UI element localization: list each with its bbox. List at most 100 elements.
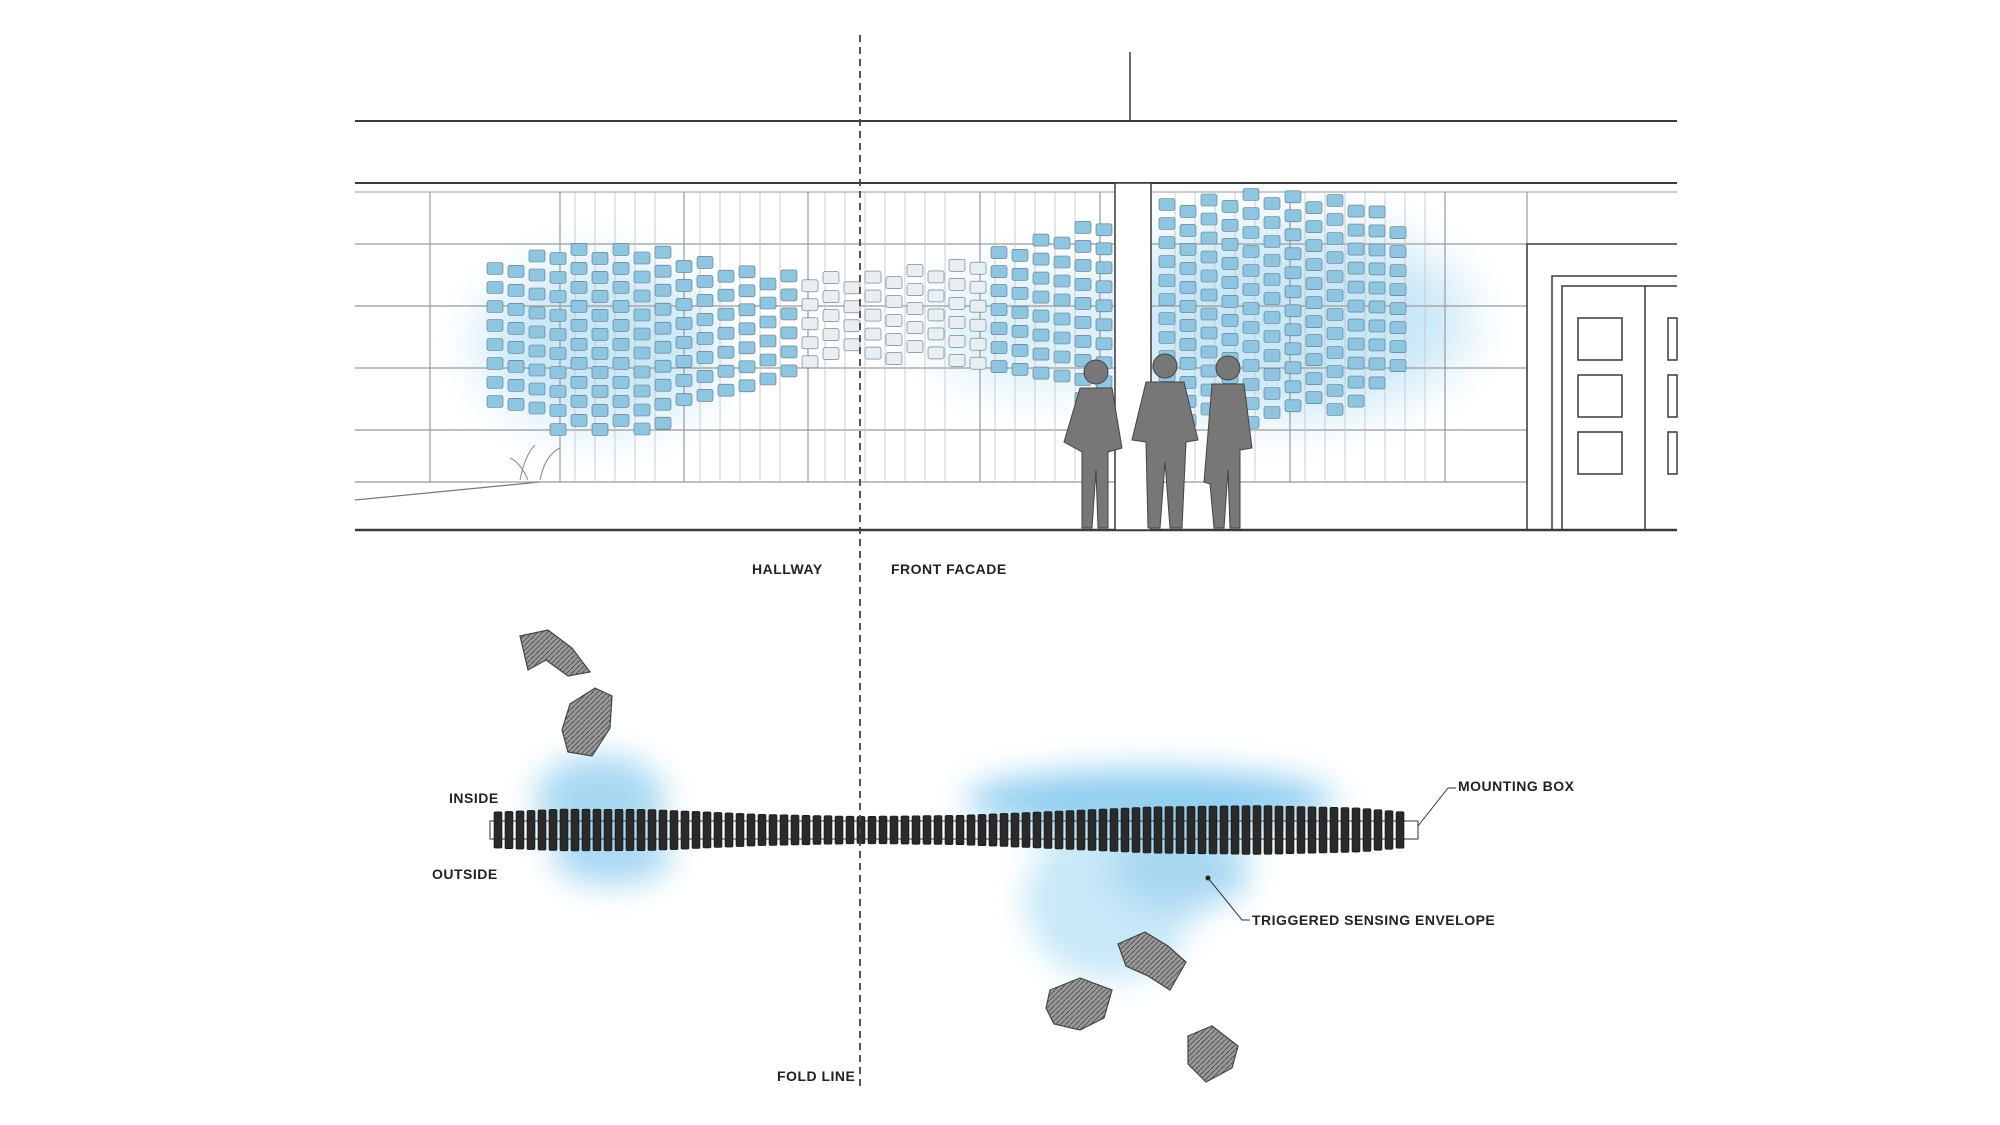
plan-cell <box>1296 806 1306 854</box>
sensor-cell <box>1179 262 1197 275</box>
sensor-cell <box>1032 347 1050 361</box>
sensor-cell <box>1095 280 1113 294</box>
sensor-cell <box>717 383 735 397</box>
sensor-cell <box>1284 285 1302 299</box>
sensor-cell <box>990 322 1008 335</box>
sensor-cell <box>885 333 903 347</box>
sensor-cell <box>612 281 630 294</box>
sensor-cell <box>675 393 693 406</box>
sensor-cell <box>801 279 819 293</box>
sensor-cell <box>1179 224 1197 237</box>
sensor-cell <box>927 308 945 322</box>
sensor-cell <box>1326 308 1344 321</box>
sensor-cell <box>1284 399 1302 413</box>
sensor-cell <box>1347 318 1365 332</box>
plan-cell <box>1043 811 1053 849</box>
sensor-cell <box>1389 264 1407 278</box>
sensor-cell <box>654 321 672 335</box>
sensor-cell <box>1326 251 1344 264</box>
sensor-cell <box>1242 340 1260 353</box>
sensor-cell <box>1179 281 1197 294</box>
sensor-cell <box>507 397 525 411</box>
sensor-cell <box>1011 267 1029 281</box>
sensor-cell <box>591 328 609 341</box>
sensor-cell <box>822 290 840 304</box>
sensor-cell <box>990 360 1008 373</box>
plan-cell <box>614 808 624 851</box>
sensor-cell <box>927 327 945 341</box>
sensor-cell <box>738 322 756 336</box>
sensor-cell <box>1053 255 1071 269</box>
plan-cell <box>812 815 822 845</box>
sensor-cell <box>612 357 630 370</box>
plan-cell <box>1054 810 1064 850</box>
sensor-cell <box>654 340 672 354</box>
sensor-cell <box>990 284 1008 297</box>
sensor-cell <box>486 338 504 351</box>
person-plan <box>561 687 613 757</box>
sensor-cell <box>1305 277 1323 291</box>
plan-view <box>489 629 1456 1083</box>
sensor-cell <box>948 277 966 291</box>
sensor-cell <box>507 340 525 354</box>
plan-cell <box>1351 807 1361 853</box>
sensing-envelope <box>535 755 1335 980</box>
sensor-cell <box>780 307 798 321</box>
sensor-cell <box>696 294 714 307</box>
sensor-cell <box>633 270 651 284</box>
plan-cell <box>1153 806 1163 854</box>
sensor-cell <box>675 336 693 349</box>
plan-cell <box>691 811 701 849</box>
sensor-cell <box>1179 338 1197 351</box>
door <box>1526 243 1678 530</box>
sensor-cell <box>1074 259 1092 272</box>
sensor-cell <box>1053 331 1071 345</box>
sensor-cell <box>507 321 525 335</box>
sensor-cell <box>591 309 609 322</box>
inside-label: INSIDE <box>449 790 499 806</box>
sensor-cell <box>549 309 567 322</box>
sensor-cell <box>1053 312 1071 326</box>
outside-label: OUTSIDE <box>432 866 498 882</box>
plan-cell <box>636 809 646 852</box>
sensor-cell <box>1200 269 1218 283</box>
sensor-cell <box>1074 240 1092 253</box>
plan-cell <box>1219 805 1229 855</box>
sensor-cell <box>1221 257 1239 270</box>
plan-cell <box>1164 806 1174 854</box>
sensor-cell <box>1242 302 1260 315</box>
sensor-cell <box>948 334 966 348</box>
sensor-cell <box>1368 357 1386 371</box>
plan-cell <box>1142 806 1152 854</box>
sensor-cell <box>969 261 987 275</box>
sensor-cell <box>738 360 756 374</box>
sensor-cell <box>1284 209 1302 223</box>
people <box>1063 353 1253 529</box>
sensor-cell <box>528 268 546 282</box>
sensor-cell <box>549 404 567 417</box>
sensor-cell <box>990 303 1008 316</box>
sensor-cell <box>780 326 798 340</box>
sensor-cell <box>528 344 546 358</box>
sensor-cell <box>864 346 882 360</box>
sensor-cell <box>1389 340 1407 354</box>
plan-cell <box>779 814 789 846</box>
sensor-cell <box>969 280 987 294</box>
plan-cell <box>537 809 547 851</box>
sensor-cell <box>864 270 882 284</box>
person-plan-shapes <box>519 629 1239 1083</box>
sensor-cell <box>1242 321 1260 334</box>
sensor-cell <box>1326 327 1344 340</box>
sensor-cell <box>654 264 672 278</box>
sensor-cell <box>696 370 714 383</box>
sensor-cell <box>675 317 693 330</box>
sensor-cell <box>1179 357 1197 370</box>
sensor-cell <box>612 319 630 332</box>
sensor-cell <box>1326 270 1344 283</box>
sensor-cell <box>969 356 987 370</box>
sensor-cell <box>969 337 987 351</box>
sensor-cell <box>1284 361 1302 375</box>
plan-cell <box>1241 805 1251 855</box>
sensor-cell <box>1074 278 1092 291</box>
